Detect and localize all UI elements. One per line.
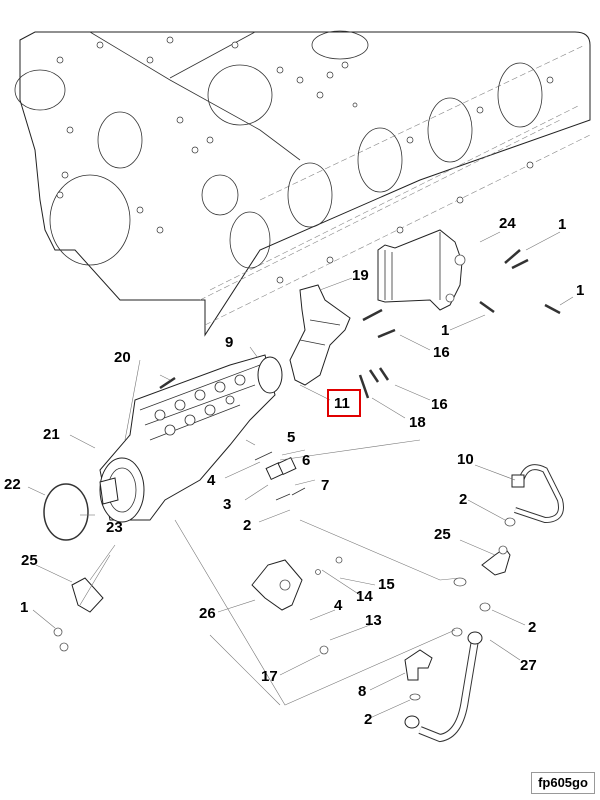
callout-20: 21 [43, 426, 60, 443]
callout-1: 1 [20, 599, 29, 616]
callout-7: 7 [321, 477, 330, 494]
callout-27: 27 [520, 657, 537, 674]
o-ring-21 [43, 483, 89, 541]
callout-22: 23 [106, 519, 123, 536]
callout-16: 17 [261, 668, 278, 685]
callout-4: 4 [207, 472, 216, 489]
callout-6: 6 [302, 452, 311, 469]
engine-block [14, 30, 591, 337]
callout-16: 16 [431, 396, 448, 413]
callout-2: 2 [528, 619, 537, 636]
leader-lines [27, 231, 574, 719]
callout-15: 16 [433, 344, 450, 361]
callout-2: 2 [364, 711, 373, 728]
fitting-23 [453, 517, 516, 612]
callout-19: 19 [352, 267, 369, 284]
bolts [159, 249, 561, 399]
pipe-10 [511, 464, 564, 524]
callout-25: 25 [21, 552, 38, 569]
callout-1: 1 [558, 216, 567, 233]
callout-24: 24 [499, 215, 516, 232]
callout-1: 1 [441, 322, 450, 339]
callout-18: 20 [114, 349, 131, 366]
callout-8: 8 [358, 683, 367, 700]
bracket-19 [289, 284, 351, 386]
callout-2: 2 [243, 517, 252, 534]
block-26 [251, 556, 343, 655]
callout-10: 10 [457, 451, 474, 468]
bracket-24 [377, 229, 466, 311]
hose-27 [404, 631, 483, 743]
callout-4: 4 [334, 597, 343, 614]
figure-reference-code: fp605go [531, 772, 595, 794]
callout-13: 14 [356, 588, 373, 605]
callout-21: 22 [4, 476, 21, 493]
callout-11[interactable]: 11 [334, 395, 350, 412]
callout-26: 26 [199, 605, 216, 622]
callout-9: 9 [225, 334, 234, 351]
callout-1: 1 [576, 282, 585, 299]
callout-14: 15 [378, 576, 395, 593]
small-parts-cluster [254, 451, 306, 501]
callout-highlight-box [327, 389, 361, 417]
bracket-25 [53, 577, 104, 652]
callout-12: 13 [365, 612, 382, 629]
callout-3: 3 [223, 496, 232, 513]
injection-pump [99, 354, 283, 523]
callout-17: 18 [409, 414, 426, 431]
callout-5: 5 [287, 429, 296, 446]
callout-23: 25 [434, 526, 451, 543]
elbow-8 [404, 627, 463, 701]
callout-2: 2 [459, 491, 468, 508]
